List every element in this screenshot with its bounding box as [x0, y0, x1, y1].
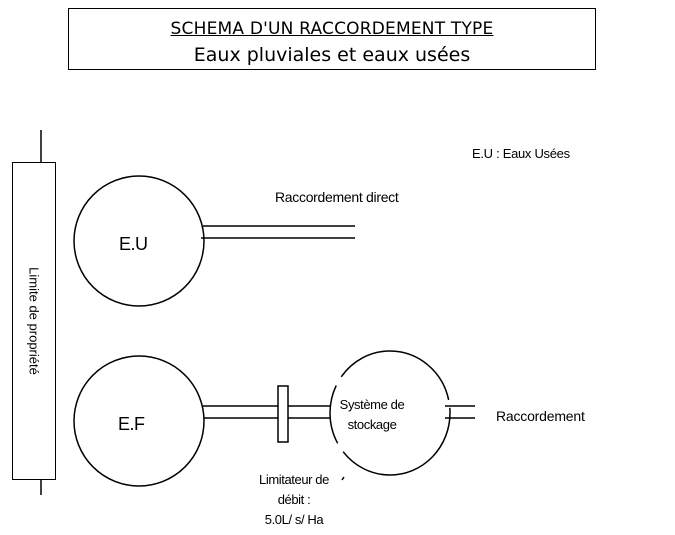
limiter-leader	[341, 476, 345, 481]
eu-circle	[73, 175, 205, 307]
diagram-subtitle: Eaux pluviales et eaux usées	[193, 44, 471, 66]
title-box: SCHEMA D'UN RACCORDEMENT TYPE Eaux pluvi…	[68, 8, 596, 70]
direct-connection-label: Raccordement direct	[275, 189, 399, 205]
diagram-title: SCHEMA D'UN RACCORDEMENT TYPE	[170, 19, 494, 39]
flow-limiter-label-line3: 5.0L/ s/ Ha	[264, 512, 324, 527]
flow-limiter-box	[277, 385, 289, 443]
flow-limiter-label-line2: débit :	[277, 492, 311, 507]
eu-label: E.U	[119, 234, 148, 254]
flow-limiter-label: Limitateur de débit : 5.0L/ s/ Ha	[248, 470, 340, 530]
legend-eu: E.U : Eaux Usées	[472, 146, 570, 161]
property-limit-label: Limite de propriété	[26, 267, 42, 375]
storage-ellipse	[329, 350, 451, 476]
ef-label: E.F	[118, 414, 145, 434]
property-limit-box	[12, 162, 56, 480]
flow-limiter-label-line1: Limitateur de	[259, 472, 329, 487]
storage-label-line1: Système de	[339, 397, 405, 412]
ef-circle	[73, 355, 205, 487]
storage-connection-label: Raccordement	[496, 408, 585, 424]
storage-label-line2: stockage	[347, 417, 397, 432]
storage-system-label: Système de stockage	[330, 395, 414, 435]
